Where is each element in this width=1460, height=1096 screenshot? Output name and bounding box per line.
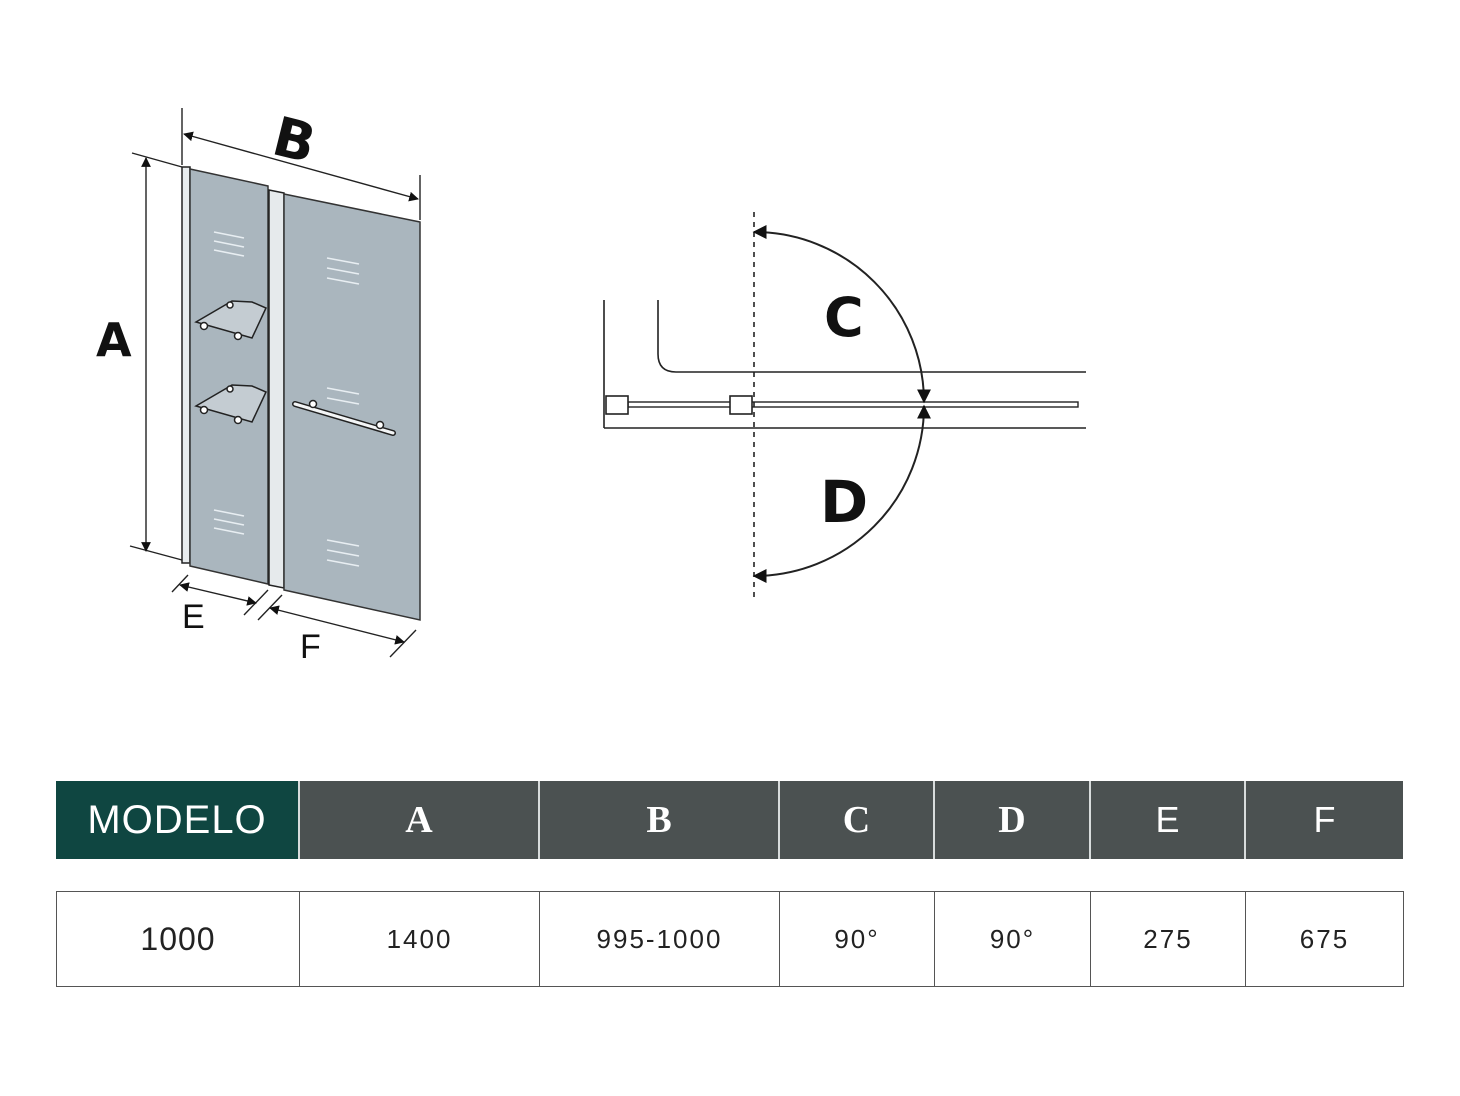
header-e: E [1091, 781, 1246, 859]
arc-d [752, 404, 931, 583]
label-a: A [96, 313, 132, 367]
hinge-profile [268, 189, 285, 589]
bathtub-rim [657, 300, 1086, 373]
technical-diagram: A B E F C D [96, 105, 1086, 666]
hinge-bracket [729, 395, 753, 415]
value-e: 275 [1091, 892, 1246, 986]
label-d: D [820, 468, 868, 536]
table-header-row: MODELO A B C D E F [56, 781, 1403, 859]
glass-plan-line [627, 401, 1079, 408]
header-c: C [780, 781, 935, 859]
towel-bar [292, 399, 396, 436]
table-row: 1000 1400 995-1000 90° 90° 275 675 [56, 891, 1404, 987]
glass-shelf-upper [194, 300, 268, 341]
dimension-b [181, 108, 421, 220]
value-modelo: 1000 [57, 892, 300, 986]
header-b: B [540, 781, 780, 859]
dimension-e [171, 574, 269, 616]
label-b: B [267, 105, 322, 176]
header-modelo: MODELO [56, 781, 300, 859]
swing-glass-panel [283, 193, 421, 621]
glass-shelf-lower [194, 384, 268, 425]
value-c: 90° [780, 892, 935, 986]
value-b: 995-1000 [540, 892, 780, 986]
header-a: A [300, 781, 540, 859]
value-a: 1400 [300, 892, 540, 986]
header-f: F [1246, 781, 1403, 859]
bath-screen-drawing: A B E F [96, 105, 421, 666]
label-e: E [182, 598, 205, 636]
label-c: C [824, 286, 864, 349]
dimension-f [257, 594, 417, 658]
glass-reflection-marks [213, 231, 360, 567]
value-f: 675 [1299, 923, 1350, 954]
swing-angle-drawing: C D [603, 212, 1086, 598]
value-d: 90° [935, 892, 1091, 986]
dimension-a [129, 152, 183, 561]
header-d: D [935, 781, 1091, 859]
wall-bracket [605, 395, 629, 415]
wall-profile [181, 166, 191, 564]
label-f: F [300, 628, 321, 666]
arc-c [752, 225, 931, 404]
